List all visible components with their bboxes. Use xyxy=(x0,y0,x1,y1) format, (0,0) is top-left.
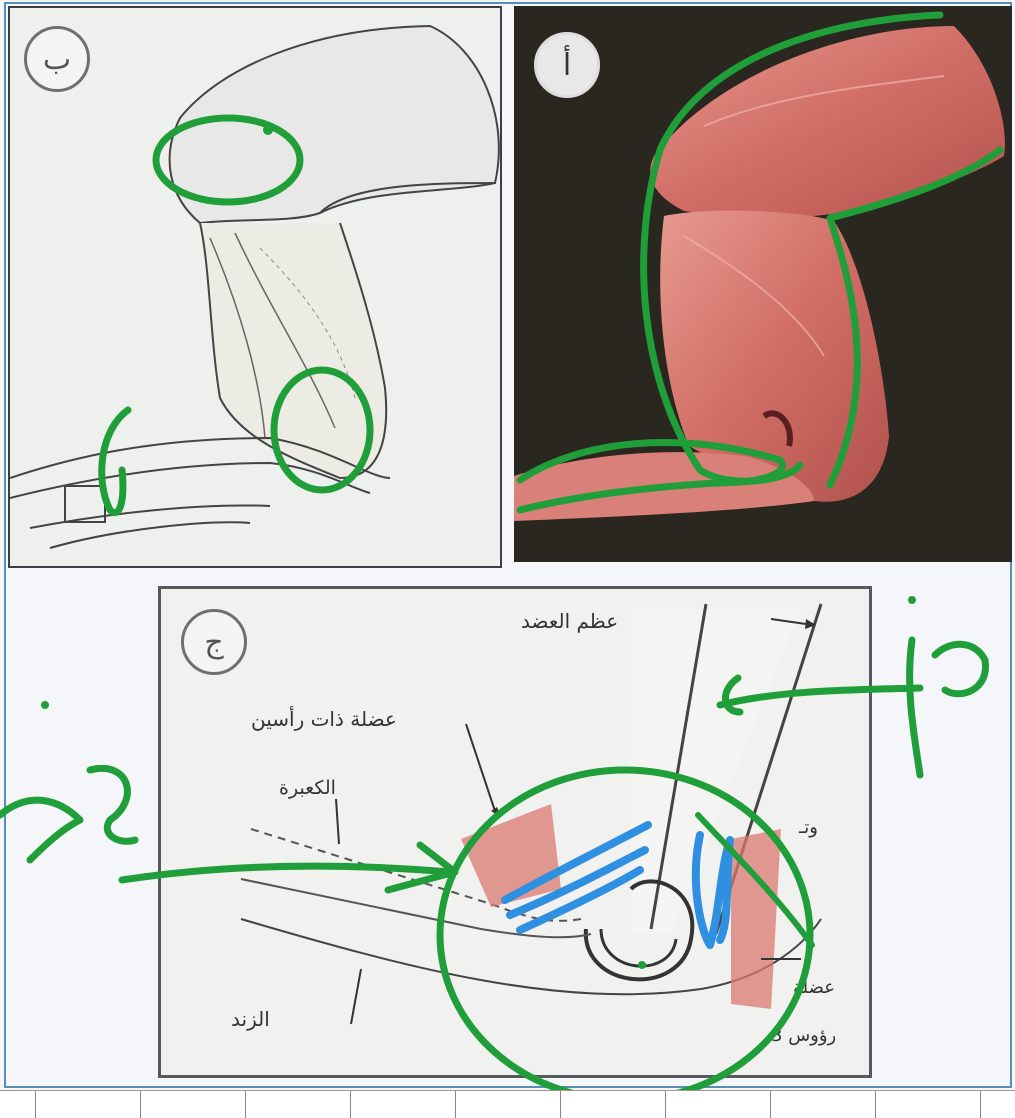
green-outline-upper-arm xyxy=(644,15,940,481)
ruler-tick xyxy=(455,1091,456,1118)
green-script-left-1 xyxy=(0,800,80,860)
green-outline-forearm xyxy=(520,443,783,510)
green-script-left-2 xyxy=(90,768,135,841)
green-mark-forearm xyxy=(102,410,128,513)
green-script-right-2 xyxy=(910,640,920,775)
green-line-humerus xyxy=(720,688,920,705)
ruler-tick xyxy=(560,1091,561,1118)
green-circle-elbow-sketch xyxy=(274,370,370,490)
ruler-tick xyxy=(35,1091,36,1118)
bottom-ruler xyxy=(0,1090,1015,1118)
ruler-tick xyxy=(140,1091,141,1118)
green-script-right-1 xyxy=(935,644,986,693)
green-circle-shoulder xyxy=(156,118,300,202)
ruler-tick xyxy=(875,1091,876,1118)
blue-stroke-triceps xyxy=(696,835,730,945)
ruler-tick xyxy=(350,1091,351,1118)
ruler-tick xyxy=(665,1091,666,1118)
green-outline-back-arm xyxy=(830,150,1000,485)
ruler-tick xyxy=(770,1091,771,1118)
green-hook-humerus xyxy=(725,678,740,712)
green-circle-joint xyxy=(440,770,810,1100)
ruler-tick xyxy=(245,1091,246,1118)
ruler-tick xyxy=(980,1091,981,1118)
green-arrow-shaft xyxy=(122,866,450,880)
